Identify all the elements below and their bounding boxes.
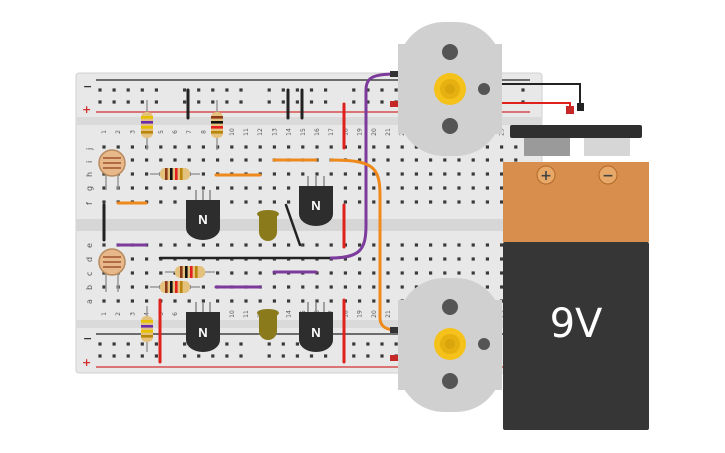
row-letter-h: h	[85, 172, 94, 177]
column-number: 16	[314, 128, 321, 136]
column-number: 29	[499, 310, 506, 318]
column-number: 7	[186, 130, 193, 134]
column-number: 2	[115, 130, 122, 134]
column-number: 3	[129, 312, 136, 316]
battery-positive-symbol: +	[540, 168, 552, 184]
row-letter-c: c	[85, 272, 94, 276]
column-number: 1	[101, 312, 108, 316]
rail-minus-bottom: −	[83, 332, 92, 345]
column-number: 11	[243, 310, 250, 318]
column-number: 29	[499, 128, 506, 136]
column-number: 13	[271, 128, 278, 136]
column-number: 18	[342, 128, 349, 136]
column-number: 15	[300, 128, 307, 136]
rail-plus-bottom: +	[82, 356, 91, 369]
rail-minus-top: −	[83, 80, 92, 93]
column-number: 6	[172, 130, 179, 134]
row-letter-d: d	[85, 257, 94, 262]
battery-label: 9V	[550, 301, 603, 347]
dc-motor-bottom	[398, 278, 502, 412]
row-letter-g: g	[85, 186, 94, 191]
column-number: 6	[172, 312, 179, 316]
row-letter-i: i	[85, 161, 94, 163]
column-number: 8	[200, 130, 207, 134]
column-number: 19	[357, 310, 364, 318]
transistor-1-label: N	[198, 212, 207, 227]
transistor-4-label: N	[311, 325, 320, 340]
resistor	[150, 281, 200, 293]
column-number: 21	[385, 128, 392, 136]
row-letter-b: b	[85, 285, 94, 290]
column-number: 19	[357, 128, 364, 136]
column-number: 20	[371, 128, 378, 136]
resistor	[165, 266, 215, 278]
column-number: 10	[229, 128, 236, 136]
row-letter-j: j	[85, 148, 94, 151]
column-number: 2	[115, 312, 122, 316]
resistors	[141, 100, 223, 352]
battery-9v: + − 9V	[503, 125, 649, 430]
photoresistor-bottom	[98, 248, 126, 292]
column-number: 14	[286, 310, 293, 318]
led-top	[257, 210, 279, 241]
column-number: 17	[328, 128, 335, 136]
column-number: 1	[101, 130, 108, 134]
transistor-4: N	[299, 302, 333, 352]
resistor	[150, 168, 200, 180]
row-letter-a: a	[85, 299, 94, 304]
row-letter-e: e	[85, 243, 94, 248]
column-number: 10	[229, 310, 236, 318]
resistor	[141, 100, 153, 150]
column-number: 20	[371, 310, 378, 318]
transistor-2-label: N	[311, 198, 320, 213]
dc-motor-top	[398, 22, 502, 156]
resistor	[141, 306, 153, 352]
battery-negative-symbol: −	[602, 168, 614, 184]
led-bottom	[257, 309, 279, 340]
transistor-3-label: N	[198, 325, 207, 340]
column-number: 18	[342, 310, 349, 318]
transistor-2: N	[299, 176, 333, 226]
column-number: 3	[129, 130, 136, 134]
photoresistor-top	[98, 149, 126, 190]
column-number: 5	[158, 130, 165, 134]
column-number: 12	[257, 128, 264, 136]
column-number: 14	[286, 128, 293, 136]
jumper-wires	[102, 88, 346, 364]
resistor	[211, 100, 223, 150]
transistor-1: N	[186, 190, 220, 240]
motor-wires	[329, 71, 584, 361]
rail-plus-top: +	[82, 103, 91, 116]
row-letter-f: f	[85, 202, 94, 205]
column-number: 21	[385, 310, 392, 318]
transistor-3: N	[186, 302, 220, 352]
column-number: 11	[243, 128, 250, 136]
